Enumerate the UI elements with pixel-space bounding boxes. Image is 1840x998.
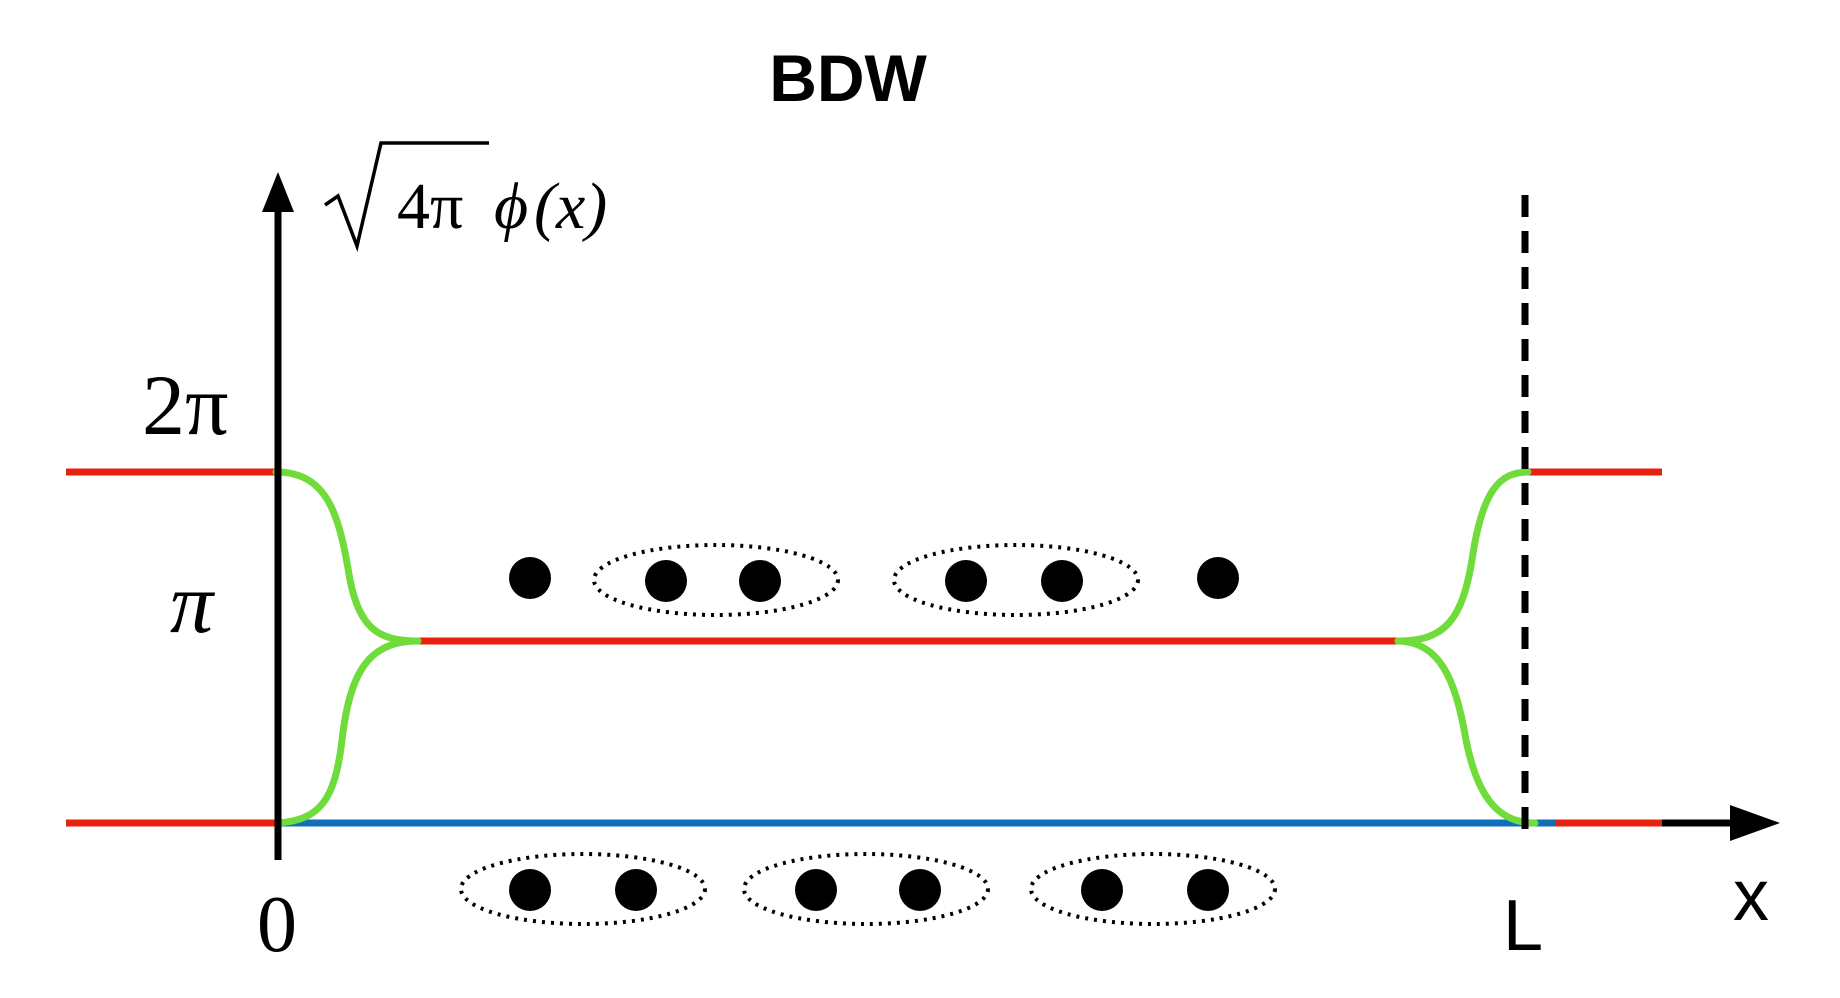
diagram-title: BDW xyxy=(769,41,927,115)
paired-dot xyxy=(899,869,941,911)
upper-row xyxy=(509,543,1239,617)
green-curve-left-lower xyxy=(274,637,422,827)
sqrt-sign xyxy=(324,141,489,252)
paired-dot xyxy=(509,869,551,911)
phi-symbol: ϕ xyxy=(494,170,528,243)
lower-row xyxy=(459,852,1277,926)
dimer-ellipse xyxy=(1029,852,1277,926)
green-curve-right-lower xyxy=(1394,637,1539,827)
green-curve-right-upper xyxy=(1394,468,1532,645)
paired-dot xyxy=(615,869,657,911)
y-axis-label: 4π ϕ (x) xyxy=(324,141,607,252)
sqrt-argument: 4π xyxy=(397,170,463,243)
dimer-ellipse xyxy=(742,852,990,926)
paired-dot xyxy=(1081,869,1123,911)
tick-label-zero: 0 xyxy=(257,881,297,969)
paired-dot xyxy=(945,560,987,602)
dimer-ellipse xyxy=(592,543,840,617)
paired-dot xyxy=(739,560,781,602)
tick-label-L: L xyxy=(1503,886,1543,966)
phi-argument: (x) xyxy=(534,170,607,243)
dimer-ellipse xyxy=(459,852,707,926)
paired-dot xyxy=(1187,869,1229,911)
green-curves xyxy=(272,468,1539,827)
y-axis-arrowhead xyxy=(262,172,294,212)
green-curve-left-upper xyxy=(272,468,422,645)
tick-label-two-pi: 2π xyxy=(142,357,228,453)
x-axis-arrowhead xyxy=(1730,805,1780,841)
unpaired-dot xyxy=(1197,557,1239,599)
paired-dot xyxy=(645,560,687,602)
red-lines xyxy=(66,468,1662,827)
dimer-ellipse xyxy=(892,543,1140,617)
paired-dot xyxy=(1041,560,1083,602)
unpaired-dot xyxy=(509,557,551,599)
x-axis-label: x xyxy=(1733,856,1769,936)
paired-dot xyxy=(795,869,837,911)
tick-label-pi: π xyxy=(170,555,216,651)
